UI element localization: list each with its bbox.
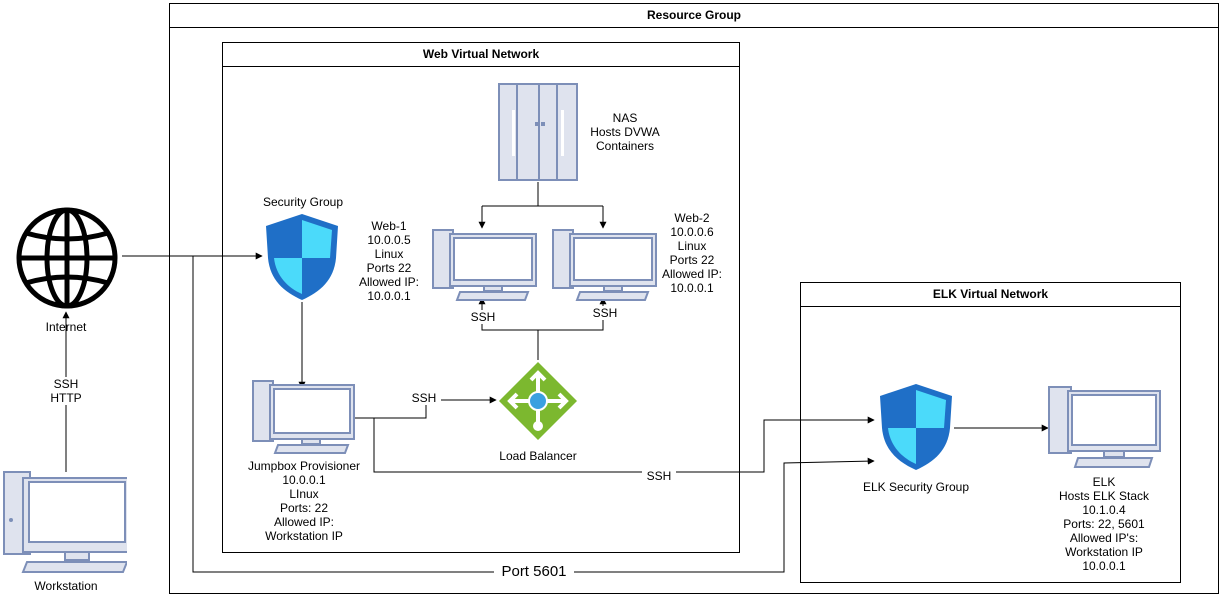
ssh-web1-label: SSH bbox=[466, 310, 500, 324]
elk-vnet-title: ELK Virtual Network bbox=[801, 283, 1180, 307]
edge-lb-web bbox=[481, 298, 604, 360]
port-5601-label: Port 5601 bbox=[494, 563, 574, 581]
ssh-web2-label: SSH bbox=[588, 306, 622, 320]
security-group-label: Security Group bbox=[262, 195, 344, 209]
elk-vnet-box: ELK Virtual Network bbox=[800, 282, 1181, 583]
load-balancer-label: Load Balancer bbox=[499, 449, 577, 463]
edge-nas-web bbox=[481, 182, 604, 228]
elk-security-shield-icon bbox=[880, 384, 952, 470]
resource-group-box: Resource Group bbox=[169, 3, 1219, 594]
jumpbox-computer-icon bbox=[252, 380, 355, 454]
nas-label: NAS Hosts DVWA Containers bbox=[590, 111, 660, 153]
workstation-computer-icon bbox=[3, 471, 127, 573]
elk-label: ELK Hosts ELK Stack 10.1.0.4 Ports: 22, … bbox=[1058, 475, 1150, 573]
web2-label: Web-2 10.0.0.6 Linux Ports 22 Allowed IP… bbox=[661, 211, 723, 295]
security-shield-icon bbox=[266, 214, 338, 300]
ssh-jumpbox-lb-label: SSH bbox=[407, 391, 441, 405]
elk-security-group-label: ELK Security Group bbox=[862, 480, 970, 494]
elk-computer-icon bbox=[1048, 386, 1161, 468]
edge-port-5601 bbox=[192, 256, 875, 573]
web1-label: Web-1 10.0.0.5 Linux Ports 22 Allowed IP… bbox=[358, 219, 420, 303]
load-balancer-icon bbox=[499, 362, 577, 440]
jumpbox-label: Jumpbox Provisioner 10.0.0.1 LInux Ports… bbox=[247, 459, 361, 543]
nas-server-icon bbox=[498, 83, 578, 181]
workstation-label: Workstation bbox=[34, 579, 98, 593]
web-vnet-title: Web Virtual Network bbox=[223, 43, 739, 67]
web2-computer-icon bbox=[552, 229, 657, 301]
ssh-jumpbox-elk-label: SSH bbox=[642, 469, 676, 483]
resource-group-title: Resource Group bbox=[170, 4, 1218, 28]
edge-jumpbox-lb bbox=[354, 396, 497, 419]
globe-icon bbox=[16, 207, 118, 309]
ssh-http-label: SSH HTTP bbox=[40, 377, 92, 405]
edge-jumpbox-elk-sg bbox=[373, 416, 875, 473]
web-vnet-box: Web Virtual Network bbox=[222, 42, 740, 553]
web1-computer-icon bbox=[432, 229, 537, 301]
internet-label: Internet bbox=[45, 320, 87, 334]
